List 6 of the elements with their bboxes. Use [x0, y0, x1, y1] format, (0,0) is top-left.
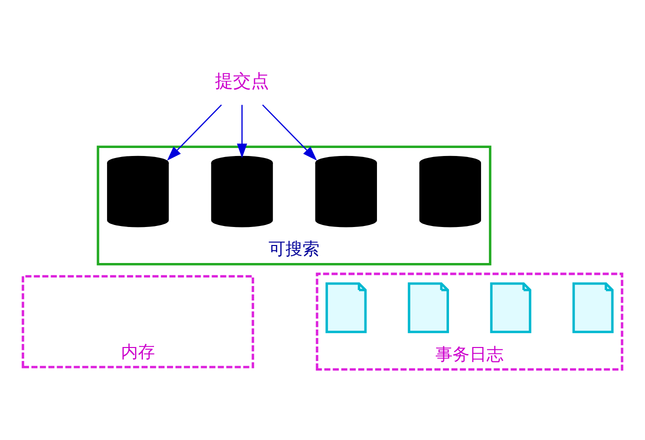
arrow	[167, 104, 222, 161]
node-text: 提交点	[215, 70, 270, 92]
arrow	[236, 104, 248, 158]
arrow	[262, 104, 317, 161]
node-box: 内存	[22, 275, 254, 368]
cluster: 事务日志	[316, 272, 624, 371]
